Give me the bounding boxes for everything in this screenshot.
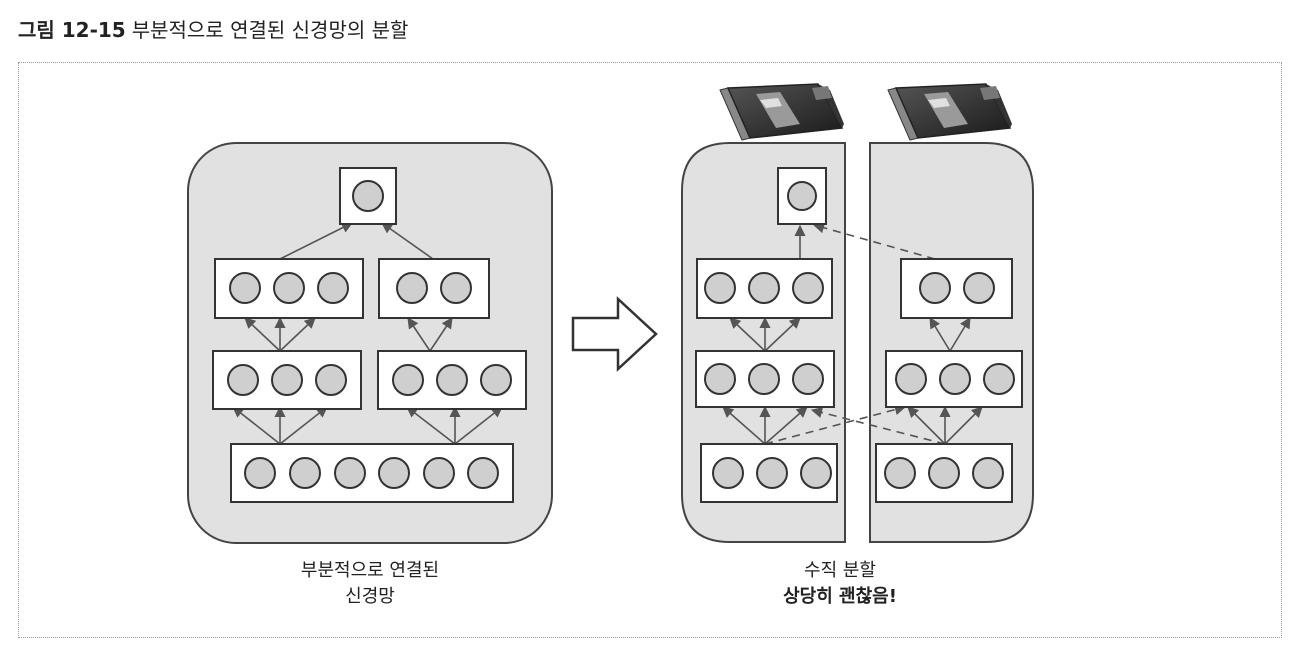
split-right-panel	[869, 142, 1034, 543]
left-caption: 부분적으로 연결된 신경망	[270, 558, 470, 610]
right-caption-line2: 상당히 괜찮음!	[783, 586, 897, 607]
figure-number: 그림 12-15	[18, 18, 126, 42]
split-connections	[722, 224, 983, 445]
figure-frame	[18, 62, 1282, 638]
left-network	[187, 142, 553, 544]
gpu-card-icon	[887, 83, 1012, 141]
split-left-panel	[681, 142, 846, 543]
split-cross-connections	[764, 222, 946, 445]
left-caption-line2: 신경망	[345, 586, 395, 607]
split-neurons	[704, 181, 1015, 489]
right-arrow-icon	[571, 296, 658, 372]
left-input-layer	[230, 443, 514, 503]
right-caption-line1: 수직 분할	[804, 560, 876, 581]
figure-title-text: 부분적으로 연결된 신경망의 분할	[131, 18, 409, 42]
left-neurons	[227, 180, 512, 489]
split-network	[681, 142, 1034, 543]
gpu-card-icon	[719, 83, 844, 141]
left-hidden2-b-layer	[378, 258, 490, 319]
left-caption-line1: 부분적으로 연결된	[300, 560, 440, 581]
right-caption: 수직 분할 상당히 괜찮음!	[720, 558, 960, 610]
left-connections	[232, 222, 503, 445]
split-hidden2-b-layer	[900, 258, 1013, 319]
